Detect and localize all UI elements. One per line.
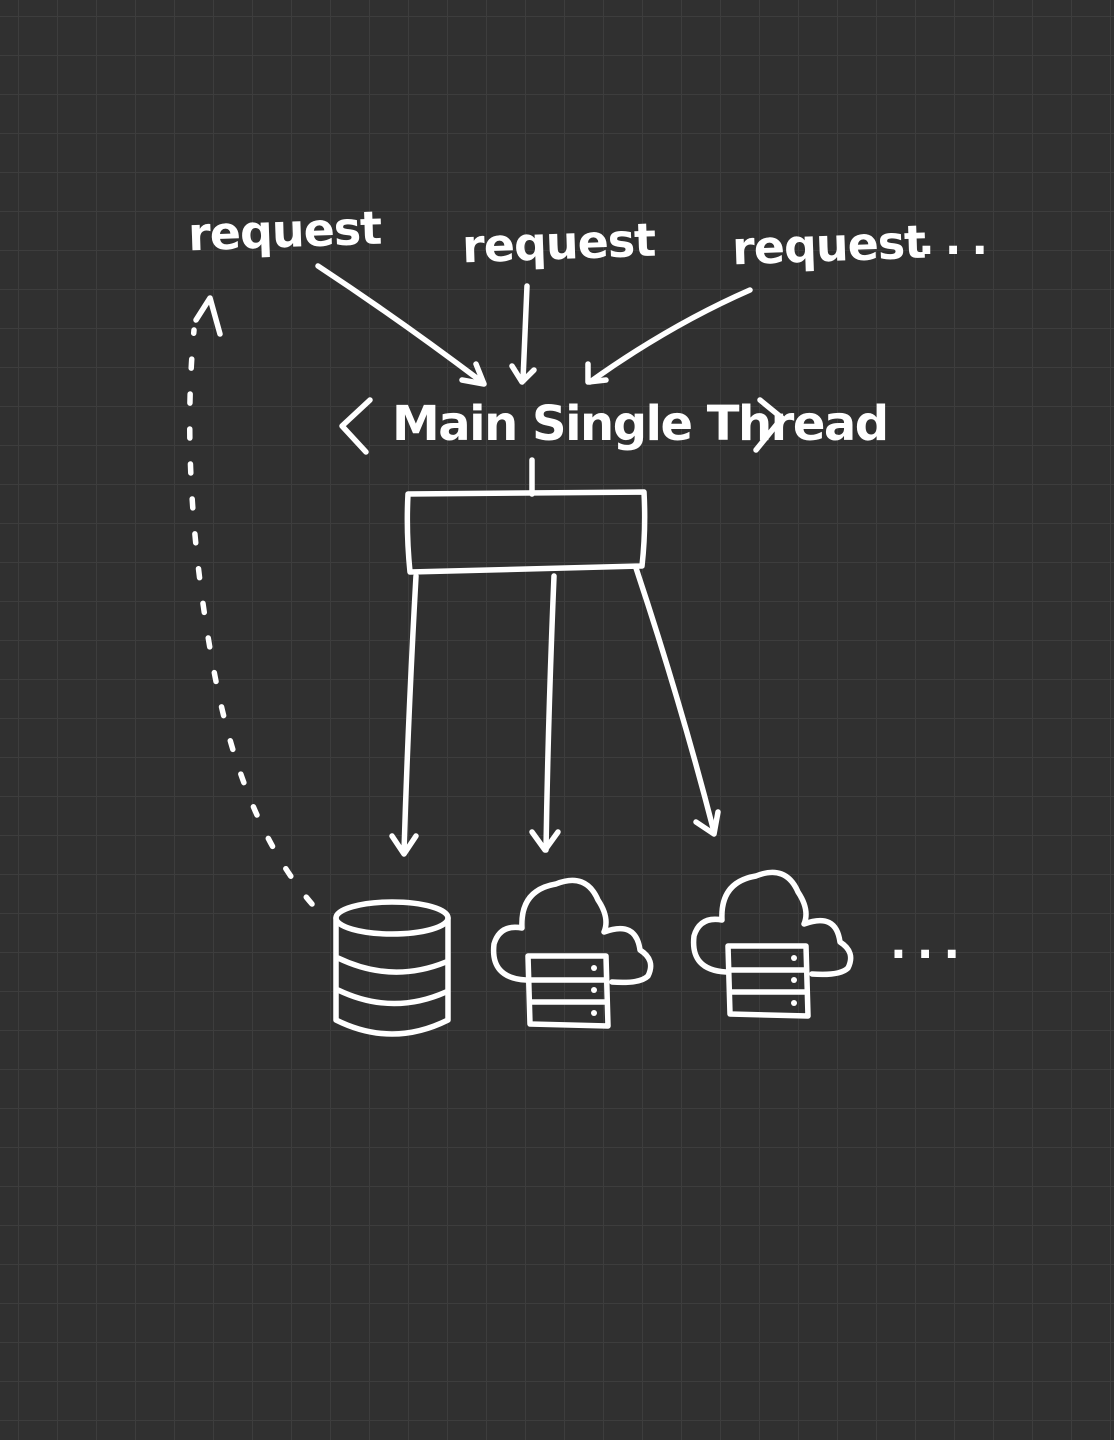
left-angle-bracket — [339, 397, 373, 455]
database-icon — [333, 899, 451, 1037]
request-arrow-2 — [509, 283, 537, 385]
branch-arrow-cloud-2 — [633, 565, 721, 837]
more-requests-ellipsis: ... — [918, 214, 999, 265]
request-label-3: request — [731, 214, 927, 276]
request-label-1: request — [187, 200, 383, 262]
thread-box — [404, 489, 648, 575]
more-resources-ellipsis: ... — [890, 918, 971, 969]
right-angle-bracket — [753, 397, 785, 453]
dashed-return-arrow — [186, 295, 315, 907]
cloud-server-icon — [490, 877, 654, 1029]
cloud-server-icon — [690, 869, 854, 1019]
request-label-2: request — [461, 212, 657, 274]
request-arrow-1 — [315, 263, 487, 387]
main-thread-label: Main Single Thread — [392, 396, 889, 452]
branch-arrow-cloud-1 — [529, 573, 561, 853]
request-arrow-3 — [585, 287, 753, 385]
branch-arrow-database — [389, 573, 419, 857]
